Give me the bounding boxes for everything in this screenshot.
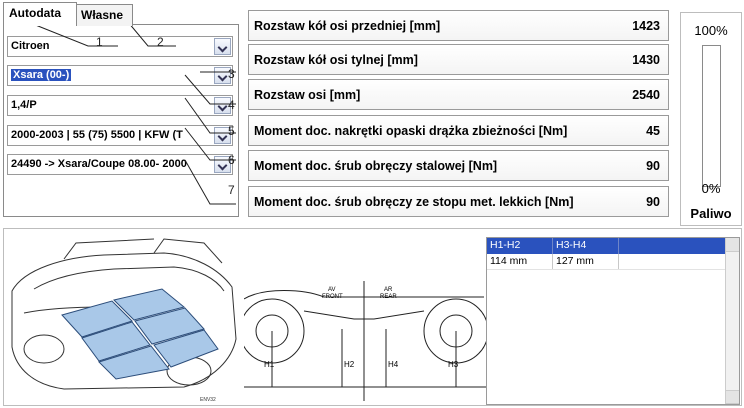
measurement-value: 90	[646, 195, 660, 209]
ride-height-diagram: AV FRONT AR REAR H1 H2 H3 H4	[244, 281, 487, 401]
measurement-value: 1430	[632, 53, 660, 67]
measurement-label: Rozstaw kół osi tylnej [mm]	[254, 53, 418, 67]
car-illustration: ENV32	[11, 238, 237, 403]
vertical-scrollbar[interactable]	[725, 238, 739, 404]
body-select[interactable]: 24490 -> Xsara/Coupe 08.00- 2000	[7, 154, 233, 175]
engine-select[interactable]: 1,4/P	[7, 95, 233, 116]
table-header: H1-H2 H3-H4	[487, 238, 739, 254]
model-select[interactable]: Xsara (00-)	[7, 65, 233, 86]
front-label: AV	[328, 287, 336, 293]
fuel-gauge: 100% 0% Paliwo	[680, 12, 742, 226]
gauge-min-label: 0%	[701, 181, 721, 196]
chevron-down-icon[interactable]	[214, 38, 231, 55]
variant-select-value: 2000-2003 | 55 (75) 5500 | KFW (T	[11, 129, 183, 141]
gauge-max-label: 100%	[694, 23, 728, 38]
measurement-label: Moment doc. nakrętki opaski drążka zbież…	[254, 124, 568, 138]
measurement-value: 1423	[632, 19, 660, 33]
measurement-value: 90	[646, 159, 660, 173]
h1-label: H1	[264, 360, 275, 369]
tab-autodata[interactable]: Autodata	[3, 2, 77, 26]
tab-wlasne[interactable]: Własne	[75, 4, 133, 26]
body-select-value: 24490 -> Xsara/Coupe 08.00- 2000	[11, 158, 187, 170]
measurement-label: Rozstaw osi [mm]	[254, 88, 361, 102]
table-cell: 114 mm	[487, 254, 553, 269]
callout-4: 4	[228, 98, 235, 112]
callout-5: 5	[228, 124, 235, 138]
make-select[interactable]: Citroen	[7, 36, 233, 57]
measurement-label: Moment doc. śrub obręczy ze stopu met. l…	[254, 195, 574, 209]
measurement-value: 2540	[632, 88, 660, 102]
vehicle-selector-panel: Citroen Xsara (00-) 1,4/P 2000-2003 | 55…	[3, 24, 239, 217]
column-header[interactable]: H1-H2	[487, 238, 553, 254]
variant-select[interactable]: 2000-2003 | 55 (75) 5500 | KFW (T	[7, 125, 233, 146]
scroll-up-button[interactable]	[726, 238, 739, 252]
illustration-panel: ENV32 AV FRONT AR REAR H1 H2 H3 H4 H1-H2	[3, 228, 742, 406]
measurement-steel-rim-torque: Moment doc. śrub obręczy stalowej [Nm] 9…	[248, 150, 669, 181]
model-select-value: Xsara (00-)	[11, 69, 72, 81]
ride-height-table: H1-H2 H3-H4 114 mm 127 mm	[486, 237, 740, 405]
measurement-wheelbase: Rozstaw osi [mm] 2540	[248, 79, 669, 110]
measurement-front-track: Rozstaw kół osi przedniej [mm] 1423	[248, 10, 669, 41]
callout-2: 2	[157, 35, 164, 49]
h3-label: H3	[448, 360, 459, 369]
car-code: ENV32	[200, 397, 216, 403]
make-select-value: Citroen	[11, 40, 50, 52]
table-cell: 127 mm	[553, 254, 619, 269]
gauge-title: Paliwo	[690, 206, 732, 221]
measurement-tie-rod-torque: Moment doc. nakrętki opaski drążka zbież…	[248, 115, 669, 146]
measurement-rear-track: Rozstaw kół osi tylnej [mm] 1430	[248, 44, 669, 75]
callout-6: 6	[228, 153, 235, 167]
measurement-label: Moment doc. śrub obręczy stalowej [Nm]	[254, 159, 498, 173]
gauge-bar	[702, 45, 721, 187]
measurement-value: 45	[646, 124, 660, 138]
rear-label: AR	[384, 287, 393, 293]
table-row[interactable]: 114 mm 127 mm	[487, 254, 739, 270]
engine-select-value: 1,4/P	[11, 99, 37, 111]
rear-label-en: REAR	[380, 294, 397, 300]
callout-1: 1	[96, 35, 103, 49]
callout-3: 3	[228, 67, 235, 81]
column-header[interactable]: H3-H4	[553, 238, 619, 254]
h2-label: H2	[344, 360, 355, 369]
measurement-alloy-rim-torque: Moment doc. śrub obręczy ze stopu met. l…	[248, 186, 669, 217]
h4-label: H4	[388, 360, 399, 369]
front-label-en: FRONT	[322, 294, 343, 300]
callout-7: 7	[228, 183, 235, 197]
measurement-label: Rozstaw kół osi przedniej [mm]	[254, 19, 441, 33]
scroll-down-button[interactable]	[726, 390, 739, 404]
